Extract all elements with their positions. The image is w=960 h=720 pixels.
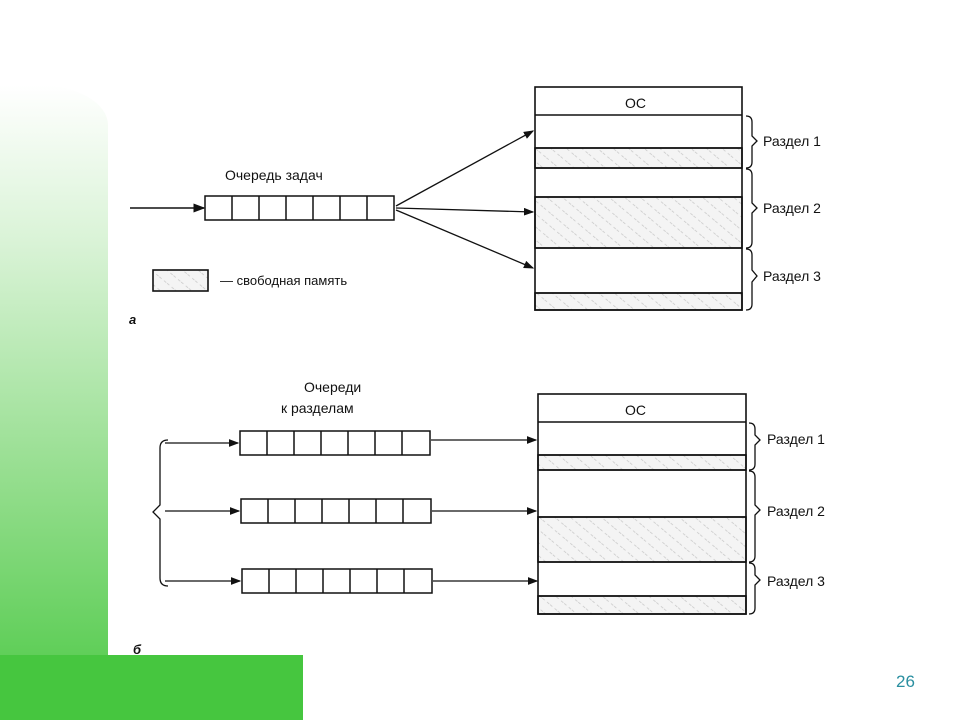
decorative-green-sidebar bbox=[0, 85, 108, 720]
os-label: ОС bbox=[625, 95, 646, 111]
queues-label-line2: к разделам bbox=[281, 400, 354, 416]
arrow-to-partition-2 bbox=[395, 207, 535, 216]
os-label-b: ОС bbox=[625, 402, 646, 418]
partition-braces-b bbox=[748, 422, 761, 615]
partition-1-label: Раздел 1 bbox=[763, 133, 821, 149]
partition-2-label-b: Раздел 2 bbox=[767, 503, 825, 519]
arrow-to-partition-3 bbox=[395, 209, 535, 269]
partition-3-label-b: Раздел 3 bbox=[767, 573, 825, 589]
task-queue bbox=[204, 195, 395, 221]
figure-label-b: б bbox=[133, 642, 142, 657]
task-queue-label: Очередь задач bbox=[225, 167, 323, 183]
decorative-green-footer bbox=[0, 655, 303, 720]
arrow-to-partition-1 bbox=[395, 130, 535, 207]
free-memory-legend-swatch bbox=[152, 269, 209, 292]
page-number: 26 bbox=[896, 672, 915, 691]
partition-braces bbox=[745, 115, 758, 311]
diagram-a: Очередь задач ОС Раздел 1 Раздел 2 bbox=[129, 86, 821, 327]
figure-label-a: а bbox=[129, 312, 136, 327]
free-memory-legend-text: — свободная память bbox=[220, 273, 347, 288]
partition-queues bbox=[239, 430, 433, 594]
partition-3-label: Раздел 3 bbox=[763, 268, 821, 284]
partition-1-label-b: Раздел 1 bbox=[767, 431, 825, 447]
queues-label-line1: Очереди bbox=[304, 379, 361, 395]
memory-block-a bbox=[534, 86, 743, 311]
memory-block-b bbox=[537, 393, 747, 615]
partition-2-label: Раздел 2 bbox=[763, 200, 821, 216]
input-brace bbox=[152, 439, 169, 587]
diagram-b: Очереди к разделам ОС bbox=[133, 379, 825, 657]
